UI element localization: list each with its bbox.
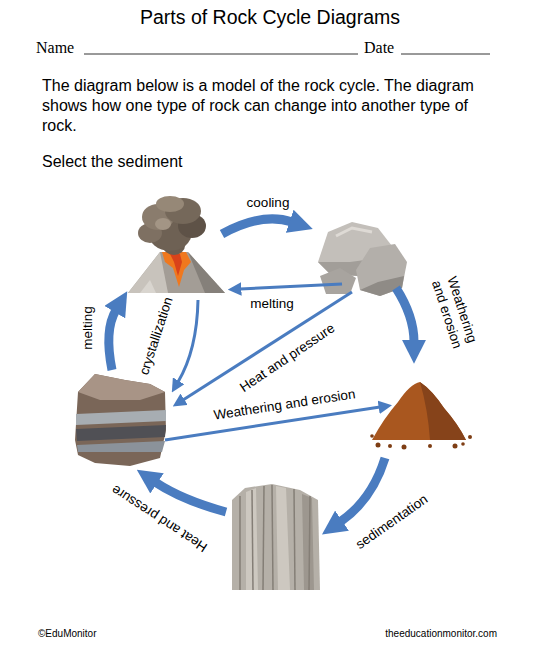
answer-line (401, 54, 490, 55)
cycle-arrow (183, 292, 352, 400)
metamorphic-rock-picture (75, 374, 166, 466)
sediment-picture (370, 382, 472, 450)
cycle-arrow (240, 284, 342, 289)
volcano-picture (156, 196, 184, 212)
page-title: Parts of Rock Cycle Diagrams (140, 6, 400, 29)
sedimentary-rock-picture (240, 485, 310, 590)
volcano-picture (128, 252, 168, 293)
process-label: melting (248, 296, 296, 312)
copyright-note: ©EduMonitor (38, 628, 97, 640)
cycle-arrow (340, 458, 385, 522)
website-note: theeducationmonitor.com (385, 628, 497, 640)
sedimentary-rock-picture (309, 496, 310, 590)
process-label: cooling (245, 195, 292, 211)
instructions: The diagram below is a model of the rock… (42, 76, 492, 136)
sedimentary-rock-picture (232, 484, 320, 590)
process-label: Weathering and erosion (211, 386, 359, 424)
question-prompt: Select the sediment (42, 152, 183, 171)
sediment-picture (420, 382, 466, 440)
process-label: Heat and pressure (236, 319, 340, 397)
sedimentary-rock-picture (302, 494, 314, 590)
field-label: Date (364, 38, 394, 57)
sediment-picture (372, 382, 466, 440)
metamorphic-rock-picture (77, 441, 165, 452)
volcano-picture (162, 252, 191, 287)
sedimentary-rock-picture (252, 490, 253, 590)
cycle-arrow (178, 300, 198, 382)
metamorphic-rock-picture (78, 374, 165, 400)
volcano-picture (170, 254, 182, 276)
field-label: Name (36, 38, 74, 57)
process-label: melting (80, 304, 96, 352)
sediment-picture (370, 434, 374, 438)
volcano-picture (155, 218, 171, 230)
sedimentary-rock-picture (239, 496, 241, 590)
sediment-picture (461, 442, 465, 446)
process-label: Heat and pressure (107, 480, 212, 556)
cycle-arrow (222, 219, 292, 234)
process-label: crystallization (136, 293, 178, 379)
cycle-arrow (109, 219, 414, 522)
volcano-picture (140, 280, 156, 293)
metamorphic-rock-picture (75, 374, 166, 466)
sedimentary-rock-picture (232, 484, 320, 590)
answer-line (84, 54, 358, 55)
volcano-picture (188, 252, 225, 293)
volcano-picture (128, 252, 225, 293)
sediment-picture (376, 443, 381, 448)
sediment-picture (370, 434, 472, 449)
cycle-arrow (109, 310, 116, 370)
cycle-arrow (396, 288, 414, 342)
sedimentary-rock-picture (263, 486, 264, 590)
metamorphic-rock-picture (76, 410, 166, 425)
sediment-picture (388, 444, 392, 448)
sedimentary-rock-picture (246, 488, 258, 590)
sediment-picture (453, 444, 458, 449)
sedimentary-rock-picture (272, 485, 273, 590)
process-label: Weathering and erosion (426, 267, 483, 357)
process-label: sedimentation (351, 490, 432, 554)
volcano-picture (128, 196, 225, 293)
sediment-picture (428, 444, 432, 448)
sediment-picture (468, 435, 472, 439)
sedimentary-rock-picture (276, 486, 290, 590)
cycle-arrow (155, 482, 226, 512)
sedimentary-rock-picture (294, 489, 295, 590)
answer-line (84, 54, 490, 55)
igneous-rock-picture (320, 268, 356, 294)
igneous-rock-picture (336, 228, 372, 236)
metamorphic-rock-picture (76, 425, 166, 441)
sediment-picture (402, 445, 407, 450)
